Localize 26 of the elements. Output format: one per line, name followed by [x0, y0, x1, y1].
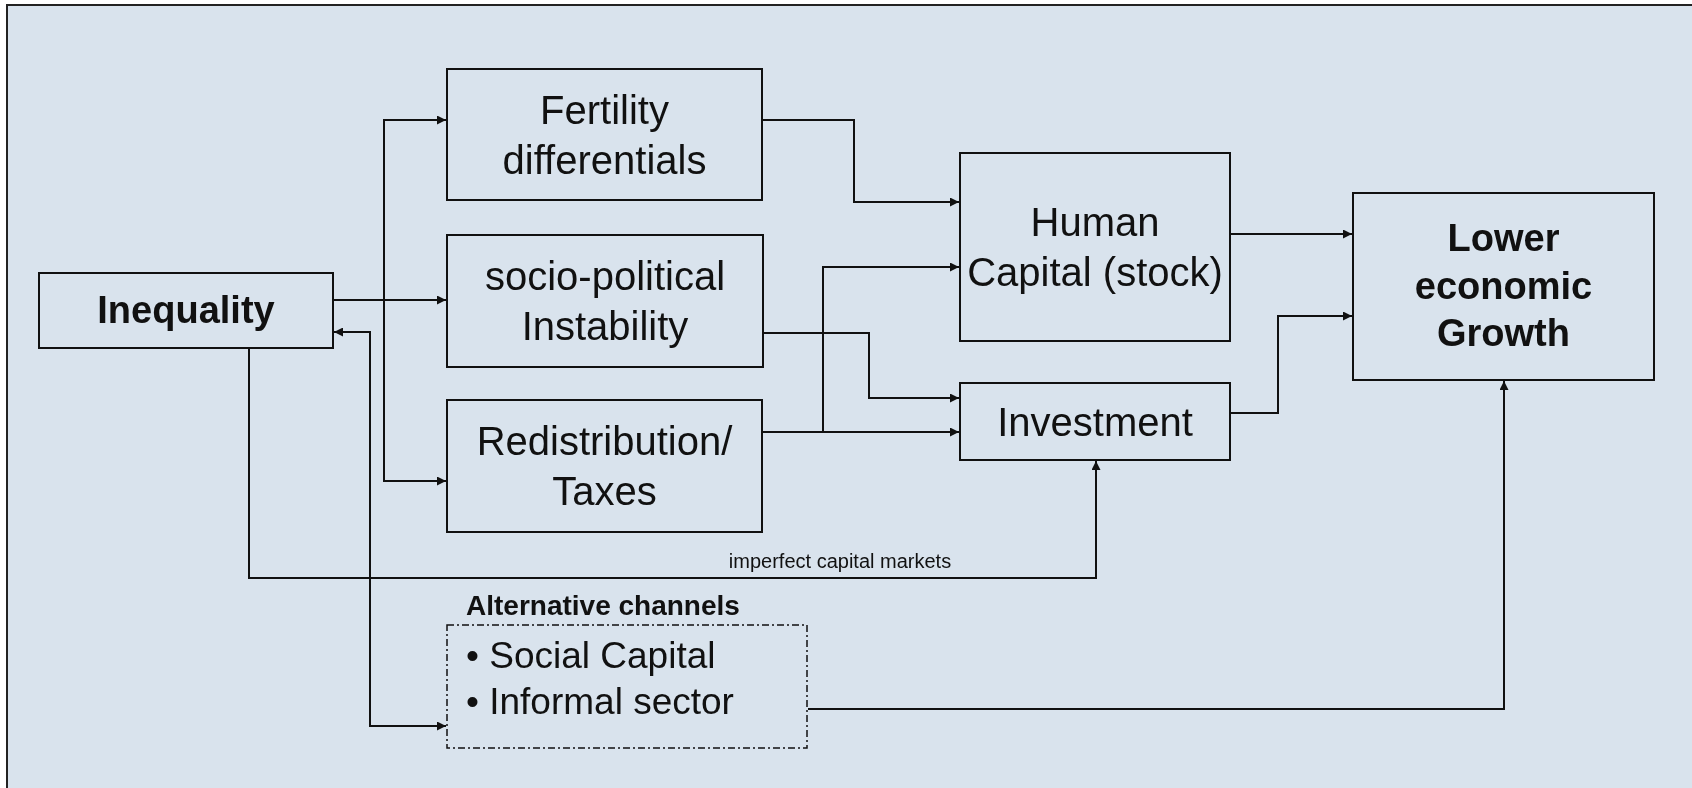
box-label: Redistribution/ Taxes: [475, 418, 734, 515]
process-box: [446, 68, 763, 201]
box-label: Inequality: [96, 287, 276, 333]
arrow: [762, 119, 960, 207]
process-box: [1352, 192, 1655, 381]
arrow: [333, 299, 447, 486]
arrow: [333, 327, 447, 731]
list-item: • Social Capital: [466, 634, 717, 678]
arrow: [1230, 311, 1353, 414]
process-box: [959, 382, 1231, 461]
arrow: [762, 427, 960, 437]
arrow: [248, 348, 1101, 579]
arrow: [763, 332, 960, 403]
process-box: [959, 152, 1231, 342]
process-box: [38, 272, 334, 349]
box-label: Lower economic Growth: [1413, 216, 1594, 357]
group-heading: Alternative channels: [466, 590, 741, 622]
arrow: [807, 380, 1509, 710]
box-label: Fertility differentials: [501, 86, 708, 184]
process-box: [446, 399, 763, 533]
arrow: [1230, 229, 1353, 239]
list-item: • Informal sector: [466, 680, 735, 725]
box-label: Investment: [996, 398, 1194, 446]
box-label: Human Capital (stock): [966, 199, 1224, 296]
box-label: socio-political Instability: [483, 253, 727, 350]
process-box: [446, 234, 764, 368]
